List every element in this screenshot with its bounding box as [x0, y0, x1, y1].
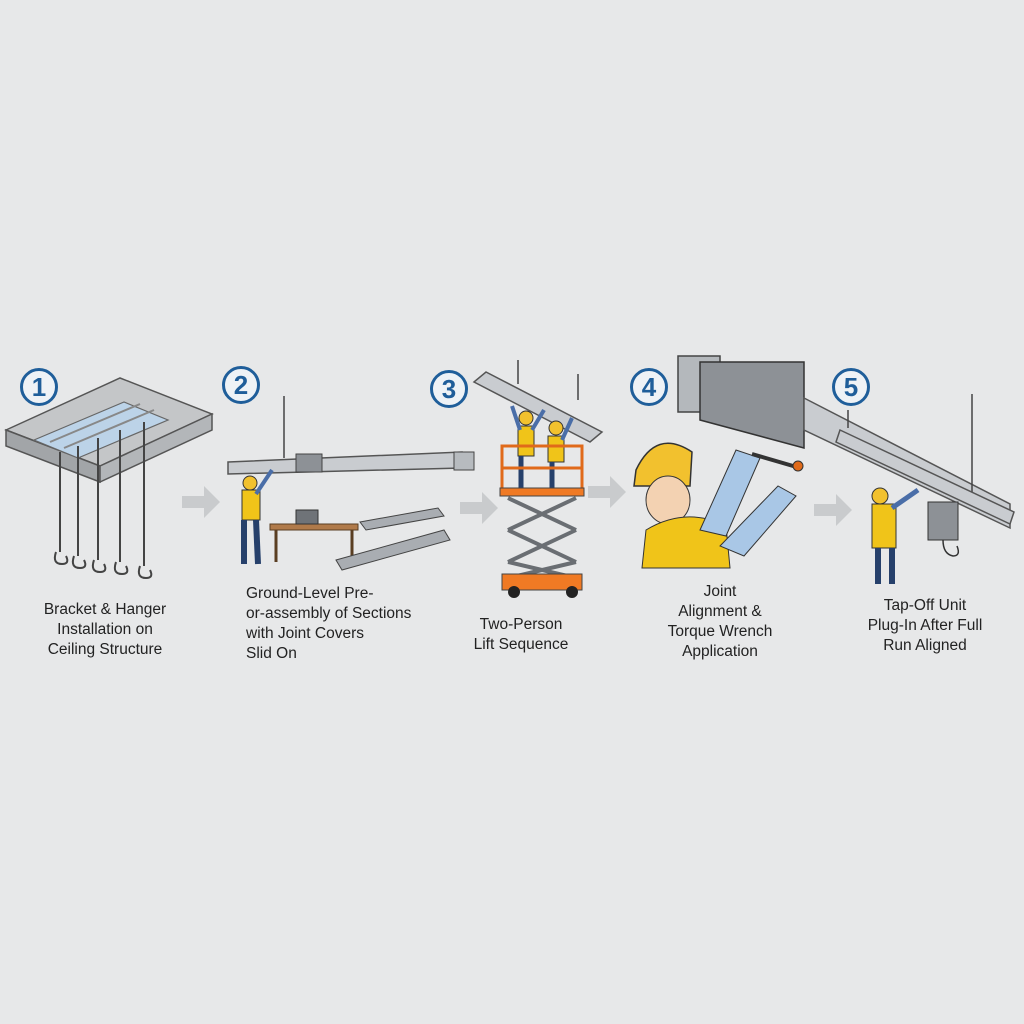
step-caption-3: Two-Person Lift Sequence — [473, 616, 569, 653]
worker-preassembly-icon — [227, 396, 475, 571]
step-number-3: 3 — [430, 370, 468, 408]
ceiling-hanger-icon — [4, 377, 214, 580]
flow-arrow-1-2-icon — [182, 486, 220, 518]
step-caption-4: Joint Alignment & Torque Wrench Applicat… — [667, 583, 773, 660]
flow-arrow-3-4-icon — [588, 476, 626, 508]
step-caption-5: Tap-Off Unit Plug-In After Full Run Alig… — [867, 597, 983, 654]
step-number-1: 1 — [20, 368, 58, 406]
step-number-4: 4 — [630, 368, 668, 406]
step-caption-2: Ground-Level Pre- or-assembly of Section… — [246, 585, 412, 662]
tap-off-unit-icon — [835, 394, 1015, 584]
step-number-2: 2 — [222, 366, 260, 404]
step-number-5: 5 — [832, 368, 870, 406]
flow-arrow-4-5-icon — [814, 494, 852, 526]
scissor-lift-icon — [472, 360, 604, 598]
flow-arrow-2-3-icon — [460, 492, 498, 524]
step-caption-1: Bracket & Hanger Installation on Ceiling… — [43, 601, 167, 658]
